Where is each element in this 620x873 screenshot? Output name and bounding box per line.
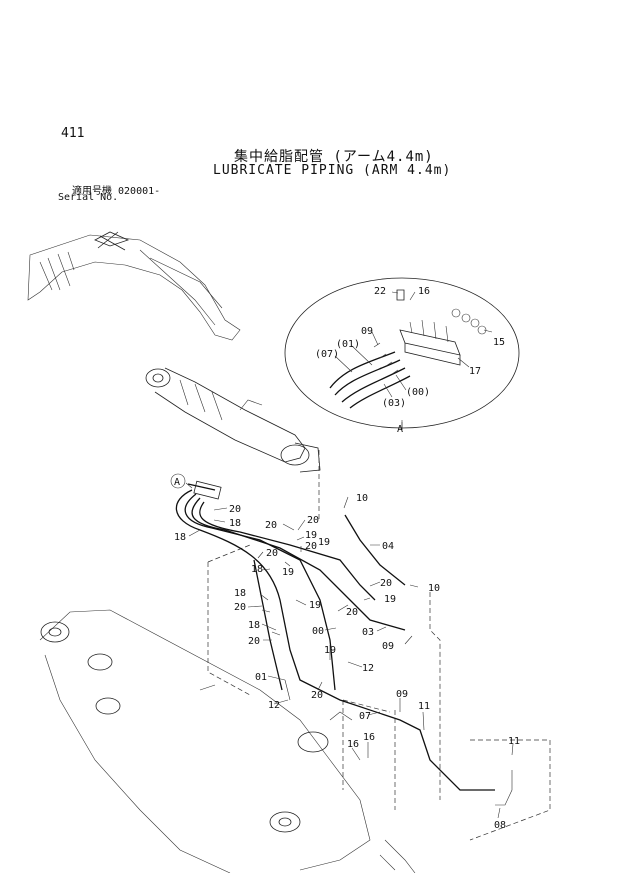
callout-19: 19 [318, 537, 330, 548]
callout-20: 20 [266, 548, 278, 559]
callout-03: 03 [362, 627, 374, 638]
serial-label-japanese: 適用号機 020001- [72, 186, 161, 197]
title-japanese: 集中給脂配管 (アーム4.4m) [234, 149, 434, 165]
callout-07: 07 [359, 711, 371, 722]
callout-10: 10 [356, 493, 368, 504]
excavator-arm-thumbnail [27, 231, 241, 341]
callout-20: 20 [307, 515, 319, 526]
callout-19: 19 [282, 567, 294, 578]
arm-structure [39, 609, 416, 873]
callout-18: 18 [174, 532, 186, 543]
callout-19: 19 [309, 600, 321, 611]
callout-00-detail: (00) [406, 387, 430, 398]
callout-15: 15 [493, 337, 505, 348]
callout-18: 18 [251, 564, 263, 575]
serial-label-english: Serial No. [58, 192, 119, 203]
main-callouts: A 10 20 18 20 20 18 19 04 20 19 18 20 19… [170, 473, 520, 831]
callout-20: 20 [265, 520, 277, 531]
arm-cylinder-illustration [145, 367, 321, 473]
callout-18: 18 [248, 620, 260, 631]
lubricate-pipes [175, 480, 513, 806]
callout-09: 09 [382, 641, 394, 652]
callout-20: 20 [229, 504, 241, 515]
title-english: LUBRICATE PIPING (ARM 4.4m) [213, 163, 452, 178]
callout-19: 19 [324, 645, 336, 656]
callout-16: 16 [363, 732, 375, 743]
callout-20: 20 [305, 541, 317, 552]
callout-04: 04 [382, 541, 394, 552]
callout-leaders [185, 291, 514, 819]
callout-11: 11 [508, 736, 520, 747]
callout-16: 16 [347, 739, 359, 750]
callout-09: 09 [361, 326, 373, 337]
callout-19: 19 [305, 530, 317, 541]
detail-callouts: 22 16 09 (01) (07) 15 17 (00) (03) A [315, 286, 505, 435]
callout-20: 20 [311, 690, 323, 701]
callout-20: 20 [248, 636, 260, 647]
page-number: 411 [61, 126, 85, 141]
callout-10: 10 [428, 583, 440, 594]
callout-a: A [174, 477, 180, 488]
callout-20: 20 [234, 602, 246, 613]
reference-frames [207, 450, 551, 841]
callout-08: 08 [494, 820, 506, 831]
callout-00: 00 [312, 626, 324, 637]
callout-11: 11 [418, 701, 430, 712]
callout-19: 19 [384, 594, 396, 605]
callout-17: 17 [469, 366, 481, 377]
callout-18: 18 [234, 588, 246, 599]
callout-01: 01 [255, 672, 267, 683]
callout-20: 20 [380, 578, 392, 589]
callout-18: 18 [229, 518, 241, 529]
callout-22: 22 [374, 286, 386, 297]
callout-16: 16 [418, 286, 430, 297]
callout-12: 12 [362, 663, 374, 674]
detail-view-label: A [397, 424, 403, 435]
callout-12: 12 [268, 700, 280, 711]
callout-09: 09 [396, 689, 408, 700]
callout-20: 20 [346, 607, 358, 618]
callout-07-detail: (07) [315, 349, 339, 360]
callout-01-detail: (01) [336, 339, 360, 350]
callout-03-detail: (03) [382, 398, 406, 409]
